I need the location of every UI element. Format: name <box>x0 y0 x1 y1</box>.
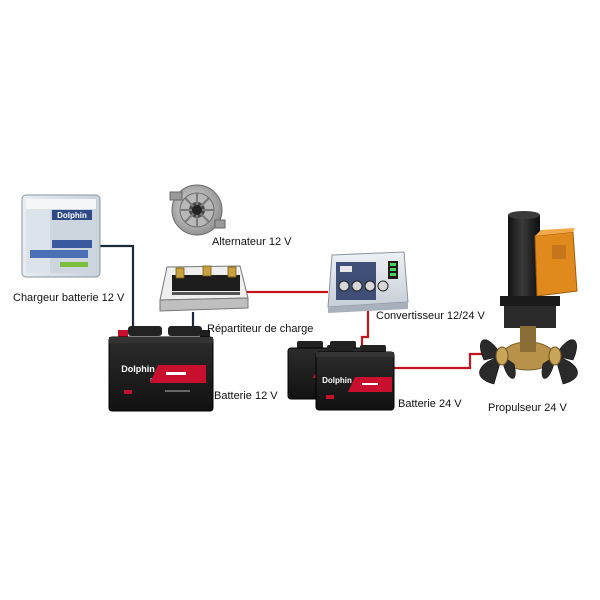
label-alternator: Alternateur 12 V <box>212 236 292 248</box>
splitter-icon <box>159 265 249 312</box>
alternator-icon <box>169 184 226 236</box>
battery-12v-brand: Dolphin <box>121 364 155 374</box>
battery-24v-brand: Dolphin <box>322 376 352 385</box>
label-charger: Chargeur batterie 12 V <box>13 292 125 304</box>
battery-12v-icon: Dolphin pro <box>108 326 214 412</box>
label-battery-24v: Batterie 24 V <box>398 398 462 410</box>
label-splitter: Répartiteur de charge <box>207 323 314 335</box>
wire-charger-battery12 <box>100 244 135 330</box>
label-thruster: Propulseur 24 V <box>488 402 567 414</box>
thruster-icon <box>479 211 578 385</box>
charger-icon: Dolphin <box>21 194 101 278</box>
label-converter: Convertisseur 12/24 V <box>376 310 485 322</box>
wire-converter-battery24 <box>360 310 370 346</box>
charger-brand: Dolphin <box>57 211 87 220</box>
converter-icon <box>327 251 409 313</box>
wire-battery24-thruster <box>393 352 495 370</box>
label-battery-12v: Batterie 12 V <box>214 390 278 402</box>
battery-24v-icon: Dolphin <box>287 341 395 411</box>
